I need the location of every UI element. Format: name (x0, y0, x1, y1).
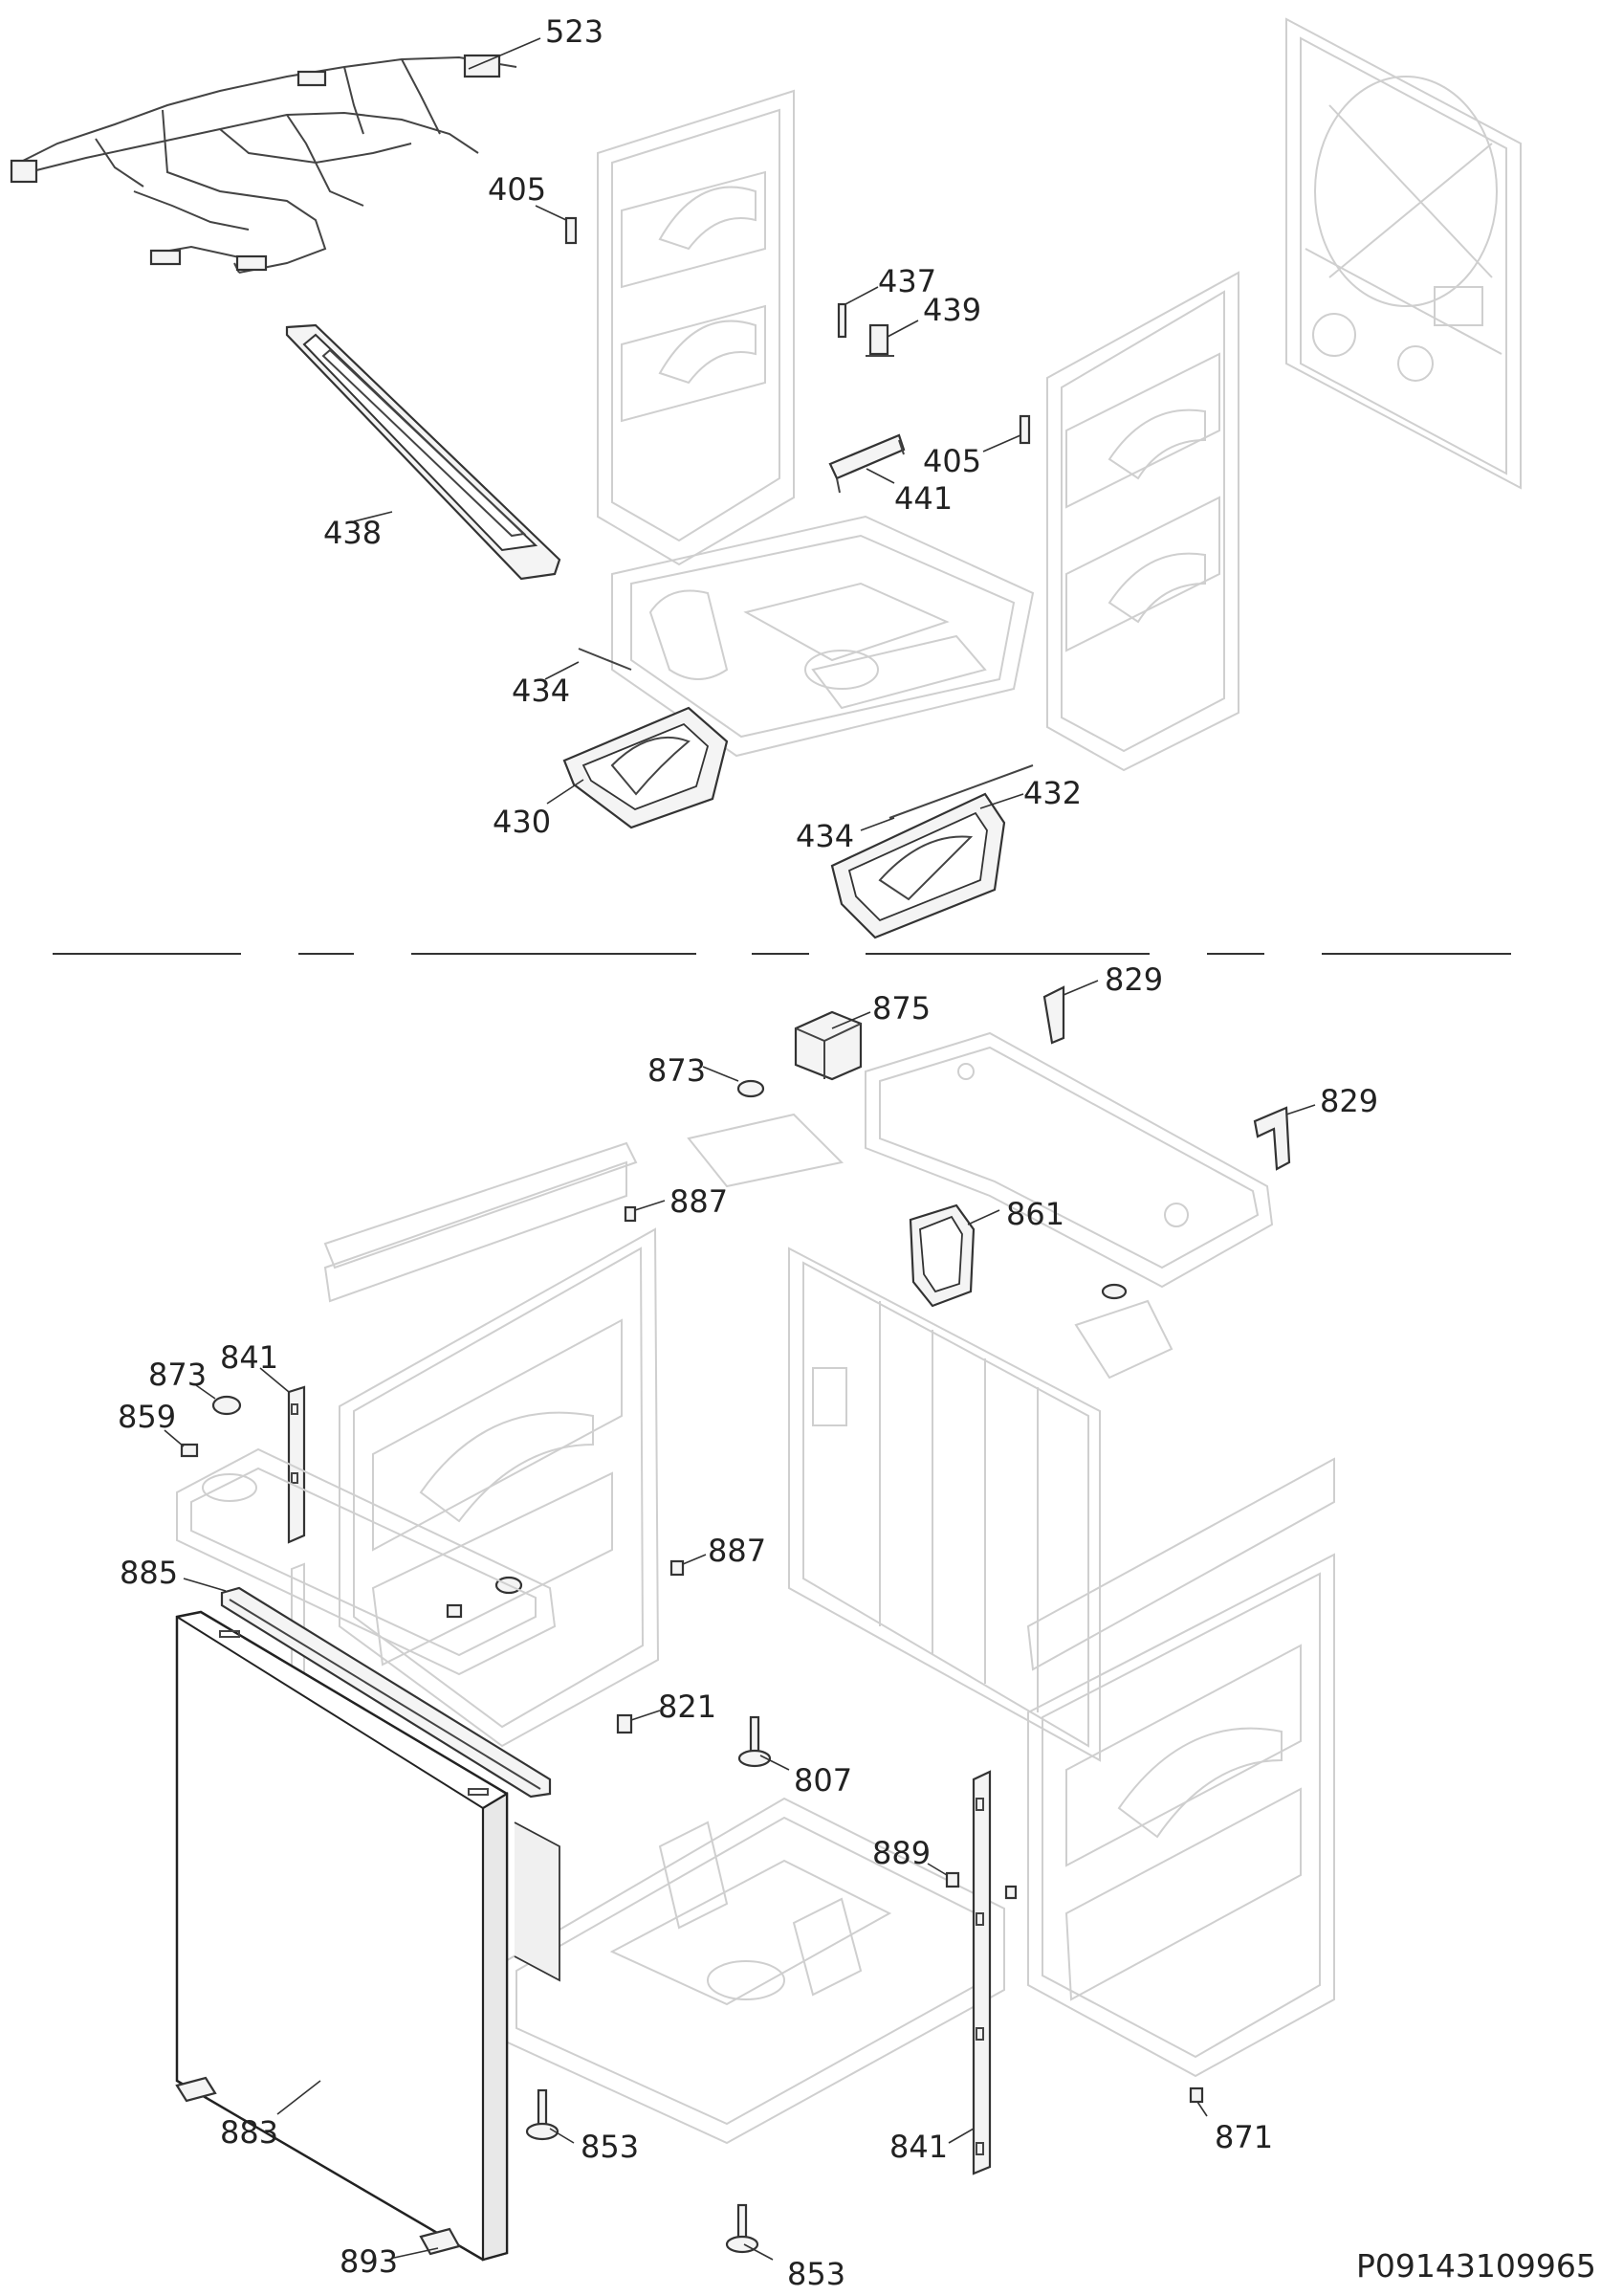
callout-label: 861 (1006, 1196, 1064, 1232)
callout-label: 437 (878, 263, 936, 299)
clip-part (564, 216, 578, 245)
clip-part (446, 1603, 463, 1619)
screw-part (616, 1713, 633, 1734)
screw-part (1189, 2086, 1204, 2104)
document-id: P09143109965 (1356, 2247, 1596, 2285)
bracket-part (1253, 1106, 1291, 1171)
callout-label: 887 (708, 1533, 766, 1569)
side-panel-upper-right (1046, 271, 1239, 772)
adjustable-foot-part (725, 2203, 759, 2254)
callout-label: 523 (545, 13, 603, 50)
callout-label: 439 (923, 292, 981, 328)
fan-duct-part (909, 1203, 976, 1308)
callouts-upper: 523 405 437 439 405 441 438 434 430 434 … (323, 13, 1082, 854)
screw-part (945, 1871, 960, 1888)
air-duct-part (562, 706, 729, 829)
callout-label: 438 (323, 515, 382, 551)
rear-panel (1285, 17, 1522, 490)
side-panel-upper-left (597, 89, 795, 566)
callout-label: 432 (1023, 775, 1082, 811)
callout-label: 434 (796, 818, 854, 854)
rear-panel-lower (788, 1247, 1101, 1762)
callout-label: 841 (220, 1339, 278, 1376)
screw-part (669, 1559, 685, 1577)
leader-lines-upper (353, 37, 1024, 831)
callout-label: 434 (512, 673, 570, 709)
callout-label: 885 (120, 1555, 178, 1591)
callout-label: 853 (581, 2129, 639, 2165)
callout-label: 887 (669, 1183, 728, 1220)
door-lock-part (866, 323, 894, 357)
bracket-part (794, 1010, 863, 1081)
adjustable-foot-part (737, 1715, 772, 1768)
strike-plate-part (175, 2076, 217, 2103)
callout-label: 859 (118, 1399, 176, 1435)
screw-part (1004, 1885, 1018, 1900)
callouts-lower: 875 829 873 829 887 861 841 873 859 887 … (118, 961, 1378, 2292)
callout-label: 889 (872, 1835, 931, 1871)
wiring-harness-part (10, 54, 517, 274)
side-panel-lower-left (339, 1227, 660, 1748)
callout-label: 807 (794, 1762, 852, 1799)
callout-label: 821 (658, 1689, 716, 1725)
callout-label: 405 (488, 171, 546, 208)
callout-label: 841 (889, 2129, 948, 2165)
base-frame-upper (611, 515, 1035, 758)
nut-part (1101, 1283, 1128, 1300)
door-frame-part (285, 323, 561, 581)
screw-part (624, 1205, 637, 1223)
callout-label: 893 (340, 2243, 398, 2280)
rod-part (578, 648, 1034, 819)
screw-part (837, 302, 847, 339)
top-strip (323, 1141, 638, 1303)
callout-label: 430 (493, 804, 551, 840)
callout-label: 853 (787, 2256, 845, 2292)
seal-strip-part (220, 1586, 552, 1799)
callout-label: 873 (148, 1357, 207, 1393)
callout-label: 405 (923, 443, 981, 479)
nut-part (736, 1079, 765, 1098)
top-frame (687, 1031, 1274, 1380)
top-strip-right (1026, 1457, 1335, 1671)
bracket-part (1042, 985, 1065, 1045)
nut-part (211, 1395, 242, 1416)
hinge-bar-part-right (972, 1770, 992, 2175)
callout-label: 829 (1320, 1083, 1378, 1119)
leader-lines-lower (164, 980, 1316, 2261)
air-duct-part-right (830, 792, 1006, 939)
adjustable-foot-part (525, 2088, 559, 2141)
callout-label: 829 (1105, 961, 1163, 998)
bracket-part (828, 433, 906, 494)
strike-plate-part (419, 2227, 461, 2256)
callout-label: 873 (647, 1052, 706, 1089)
callout-label: 883 (220, 2114, 278, 2151)
side-panel-lower-right (1027, 1553, 1335, 2078)
callout-label: 875 (872, 990, 931, 1027)
clip-part-right (1019, 414, 1031, 445)
front-frame-lower (176, 1447, 557, 1676)
front-door-part (175, 1610, 560, 2262)
clip-part (180, 1443, 199, 1458)
callout-label: 441 (894, 480, 953, 517)
callout-label: 871 (1215, 2119, 1273, 2155)
